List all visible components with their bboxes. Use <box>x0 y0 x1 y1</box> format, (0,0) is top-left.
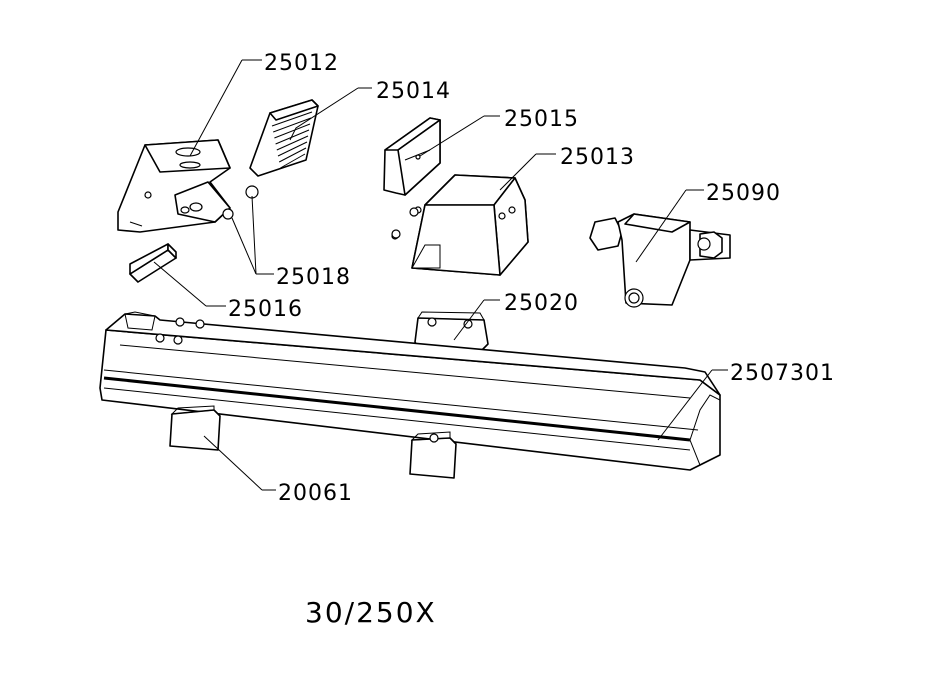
callout-25012: 25012 <box>264 51 339 76</box>
jaw-serration <box>277 141 308 157</box>
callout-25090: 25090 <box>706 181 781 206</box>
callout-25014: 25014 <box>376 79 451 104</box>
part-25018-pins <box>222 185 419 239</box>
part-25013 <box>391 174 529 276</box>
callout-2507301: 2507301 <box>730 361 835 386</box>
callout-25015: 25015 <box>504 107 579 132</box>
part-20061 <box>169 405 457 479</box>
part-25090 <box>589 213 731 308</box>
jaw-serration <box>273 117 312 133</box>
jaw-serration <box>271 111 313 127</box>
jaw-serration <box>280 153 306 169</box>
leader-lines <box>153 59 728 491</box>
model-title: 30/250X <box>305 596 437 629</box>
jaw-serration <box>276 135 309 151</box>
part-2507301 <box>99 311 721 471</box>
part-25015 <box>383 117 441 196</box>
callout-25020: 25020 <box>504 291 579 316</box>
callout-25018: 25018 <box>276 265 351 290</box>
callout-25016: 25016 <box>228 297 303 322</box>
callout-25013: 25013 <box>560 145 635 170</box>
part-25014 <box>249 99 319 177</box>
callout-20061: 20061 <box>278 481 353 506</box>
jaw-serration <box>274 123 311 139</box>
part-25016 <box>129 243 177 283</box>
jaw-serration <box>275 129 310 145</box>
part-25012 <box>117 139 231 233</box>
jaw-serration <box>278 147 307 163</box>
